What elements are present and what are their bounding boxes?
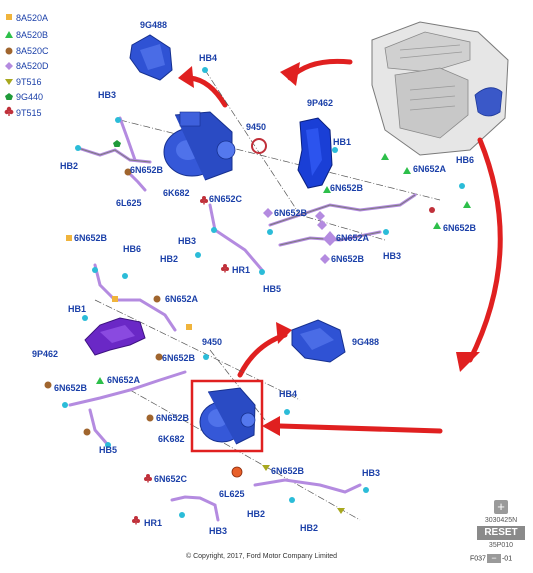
legend-square-icon bbox=[6, 14, 12, 20]
label-6n652a: 6N652A bbox=[336, 233, 370, 243]
label-9g488: 9G488 bbox=[352, 337, 379, 347]
label-6n652b: 6N652B bbox=[331, 254, 365, 264]
label-6k682: 6K682 bbox=[158, 434, 185, 444]
label-6n652b: 6N652B bbox=[271, 466, 305, 476]
label-hb5: HB5 bbox=[263, 284, 281, 294]
reset-button[interactable]: RESET bbox=[477, 526, 525, 540]
label-6n652b: 6N652B bbox=[156, 413, 190, 423]
label-6n652b: 6N652B bbox=[162, 353, 196, 363]
label-hb2: HB2 bbox=[160, 254, 178, 264]
legend-item-7: 9T515 bbox=[16, 108, 42, 118]
label-hb2: HB2 bbox=[247, 509, 265, 519]
symbols-bottom bbox=[62, 402, 369, 525]
label-6n652b: 6N652B bbox=[54, 383, 88, 393]
label-hb3: HB3 bbox=[362, 468, 380, 478]
label-hb4: HB4 bbox=[199, 53, 217, 63]
label-6l625: 6L625 bbox=[116, 198, 142, 208]
fittings-top bbox=[75, 67, 465, 275]
legend-diamond-icon bbox=[5, 62, 13, 70]
symbols-top bbox=[113, 140, 471, 273]
heat-shield-9p462-bottom[interactable] bbox=[84, 317, 146, 356]
label-6n652c: 6N652C bbox=[154, 474, 188, 484]
label-6n652c: 6N652C bbox=[209, 194, 243, 204]
zoom-in-button[interactable]: + bbox=[494, 500, 508, 514]
oil-seal-9450-top[interactable] bbox=[251, 138, 267, 154]
oil-line-outlines-top bbox=[77, 147, 416, 246]
heat-shield-9g488-top[interactable] bbox=[129, 34, 173, 81]
label-6n652b: 6N652B bbox=[330, 183, 364, 193]
viewer-controls: + 3030425N RESET 35P010 bbox=[476, 500, 526, 550]
turbocharger-6k682-bottom[interactable] bbox=[199, 387, 256, 445]
arrow-into-highlight bbox=[277, 423, 443, 434]
legend-pentagon-icon bbox=[5, 93, 13, 100]
label-6n652a: 6N652A bbox=[165, 294, 199, 304]
figure-code: F037−-01 bbox=[470, 554, 512, 563]
label-hb5: HB5 bbox=[99, 445, 117, 455]
label-hb2: HB2 bbox=[60, 161, 78, 171]
seal-9g440-icon bbox=[113, 140, 121, 147]
label-hr1: HR1 bbox=[144, 518, 162, 528]
label-hb3: HB3 bbox=[178, 236, 196, 246]
legend-item-2: 8A520B bbox=[16, 30, 48, 40]
alignment-lines bbox=[94, 69, 441, 521]
legend: 8A520A 8A520B 8A520C 8A520D 9T516 9G440 … bbox=[4, 13, 49, 118]
label-hb1: HB1 bbox=[333, 137, 351, 147]
label-6n652b: 6N652B bbox=[443, 223, 477, 233]
label-hb3: HB3 bbox=[209, 526, 227, 536]
reference-code-2: 35P010 bbox=[488, 542, 514, 549]
symbols-mid bbox=[44, 235, 209, 389]
part-labels: 9G488 HB4 HB3 9450 9P462 HB1 HB2 6N652B … bbox=[32, 20, 477, 536]
arrow-engine-to-bottom-assembly bbox=[467, 137, 503, 363]
label-hb2: HB2 bbox=[300, 523, 318, 533]
legend-club-icon bbox=[4, 106, 14, 116]
label-hr1: HR1 bbox=[232, 265, 250, 275]
label-hb4: HB4 bbox=[279, 389, 297, 399]
turbocharger-6k682-top[interactable] bbox=[163, 111, 236, 181]
label-6n652b: 6N652B bbox=[130, 165, 164, 175]
label-6l625: 6L625 bbox=[219, 489, 245, 499]
label-hb6: HB6 bbox=[456, 155, 474, 165]
legend-triangle-down-icon bbox=[5, 79, 13, 85]
label-9450: 9450 bbox=[246, 122, 266, 132]
label-hb6: HB6 bbox=[123, 244, 141, 254]
copyright-notice: © Copyright, 2017, Ford Motor Company Li… bbox=[186, 553, 338, 560]
label-9450: 9450 bbox=[202, 337, 222, 347]
zoom-out-button[interactable]: − bbox=[486, 554, 501, 563]
legend-item-5: 9T516 bbox=[16, 77, 42, 87]
figure-code-suffix: -01 bbox=[501, 555, 513, 563]
engine-block[interactable] bbox=[371, 21, 509, 156]
label-6n652b: 6N652B bbox=[274, 208, 308, 218]
highlight-box bbox=[190, 379, 264, 453]
figure-code-prefix: F037 bbox=[470, 555, 486, 563]
label-6n652a: 6N652A bbox=[107, 375, 141, 385]
legend-item-1: 8A520A bbox=[16, 13, 48, 23]
label-hb3: HB3 bbox=[98, 90, 116, 100]
arrow-heads bbox=[178, 62, 480, 436]
legend-triangle-icon bbox=[5, 31, 13, 38]
legend-item-4: 8A520D bbox=[16, 61, 49, 71]
reference-code-1: 3030425N bbox=[484, 517, 518, 524]
legend-circle-icon bbox=[5, 47, 13, 55]
label-6n652b: 6N652B bbox=[74, 233, 108, 243]
legend-item-6: 9G440 bbox=[16, 92, 43, 102]
label-9p462: 9P462 bbox=[32, 349, 58, 359]
heat-shield-9p462-top[interactable] bbox=[297, 117, 333, 189]
label-hb3: HB3 bbox=[383, 251, 401, 261]
oil-lines-mid[interactable] bbox=[68, 263, 187, 407]
heat-shield-9g488-bottom[interactable] bbox=[291, 319, 346, 363]
arrow-turbo-to-shield-top bbox=[187, 75, 228, 108]
label-6n652a: 6N652A bbox=[413, 164, 447, 174]
legend-item-3: 8A520C bbox=[16, 46, 49, 56]
label-9g488: 9G488 bbox=[140, 20, 167, 30]
label-6k682: 6K682 bbox=[163, 188, 190, 198]
oil-lines-bottom[interactable] bbox=[88, 408, 362, 522]
label-hb1: HB1 bbox=[68, 304, 86, 314]
label-9p462: 9P462 bbox=[307, 98, 333, 108]
